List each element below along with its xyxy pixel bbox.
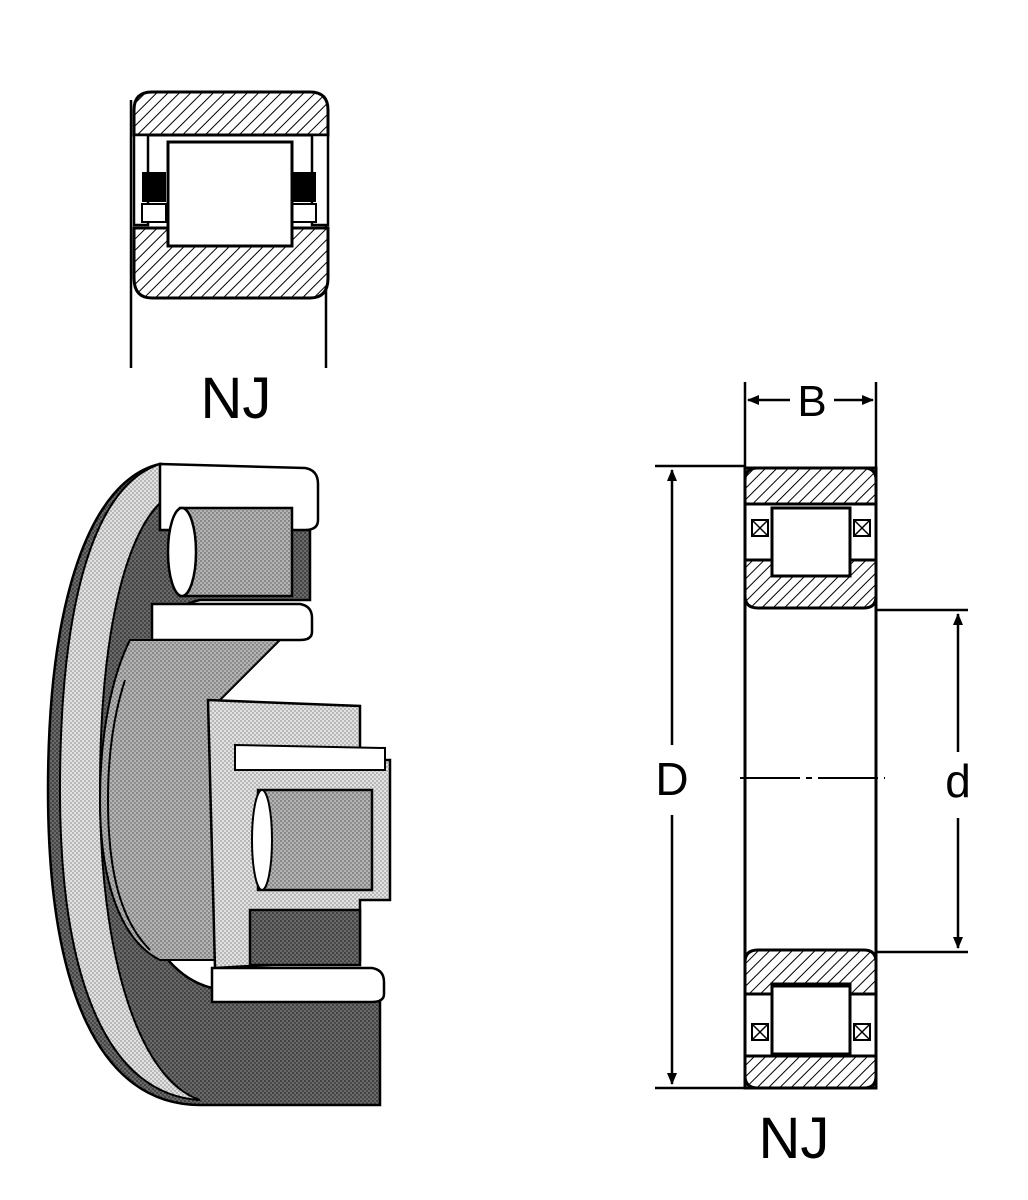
top-cage-right [292, 172, 316, 202]
section-top-roller [770, 506, 852, 578]
top-outer-ring [132, 90, 330, 137]
inner-bottom-flange [210, 966, 386, 1004]
section-top-outer-ring [743, 466, 878, 506]
cage-roller-end [251, 789, 273, 891]
top-cage-gap-right [291, 203, 317, 223]
cutaway-bearing [46, 462, 392, 1107]
inner-top-flange [150, 602, 314, 642]
bore-diameter-label: d [945, 755, 971, 807]
section-bottom-inner-ring [743, 948, 878, 996]
bottom-type-label: NJ [759, 1106, 830, 1171]
top-type-label: NJ [201, 366, 272, 431]
section-top-inner-ring [743, 558, 878, 610]
top-cross-section [129, 90, 330, 368]
cage-rail-top [234, 743, 386, 771]
top-roller-end [166, 506, 198, 598]
cage-roller-lower [248, 908, 362, 967]
top-cage-left [142, 172, 166, 202]
section-bottom-outer-ring [743, 1054, 878, 1090]
top-roller [166, 140, 294, 248]
section-bottom-roller [770, 984, 852, 1056]
outer-ring-face [58, 462, 201, 1101]
top-cage-gap-left [141, 203, 167, 223]
inner-race-edge [106, 679, 151, 951]
cage-roller-front [256, 788, 374, 892]
dimension-section [655, 382, 968, 1090]
outer-diameter-label: D [655, 753, 688, 805]
width-dim-label: B [797, 377, 826, 426]
inner-race-surface [98, 639, 283, 961]
